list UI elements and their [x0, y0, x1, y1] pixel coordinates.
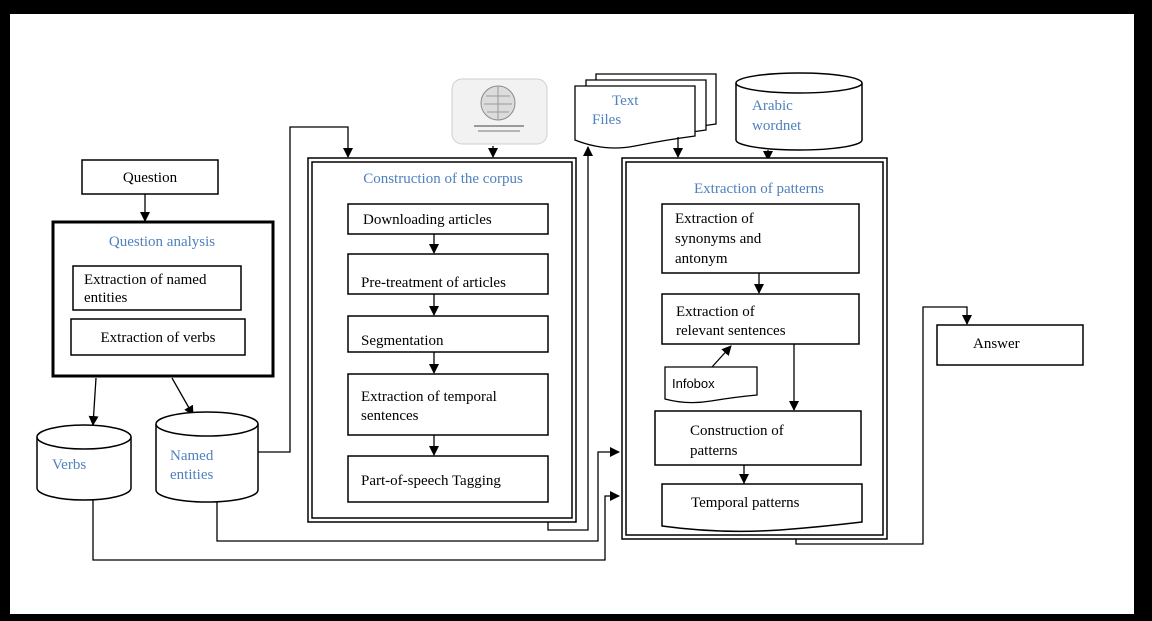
named-entities-database — [155, 411, 259, 503]
text-files-document-stack — [574, 73, 717, 149]
named-entity-extraction-line1: Extraction of named — [84, 272, 207, 288]
patterns-extraction-title: Extraction of patterns — [694, 181, 824, 197]
arrow-analysis-to-named-entities — [171, 377, 194, 416]
pos-tagging-box — [347, 455, 549, 503]
infobox-document — [664, 366, 758, 404]
arrow-infobox-to-relevant — [711, 345, 732, 368]
relevant-sentences-line1: Extraction of — [676, 304, 755, 320]
arabic-wordnet-database — [735, 72, 863, 151]
question-box — [81, 159, 219, 195]
segmentation-box — [347, 315, 549, 353]
pretreatment-label: Pre-treatment of articles — [361, 275, 506, 291]
download-articles-box — [347, 203, 549, 235]
relevant-sentences-line2: relevant sentences — [676, 323, 786, 339]
named-entities-label-line1: Named — [170, 448, 214, 464]
question-analysis-title: Question analysis — [109, 234, 215, 250]
verbs-database-label: Verbs — [52, 457, 86, 473]
text-files-label-line1: Text — [612, 93, 639, 109]
synonyms-extraction-line3: antonym — [675, 251, 728, 267]
connector-patterns-to-answer — [795, 306, 972, 545]
construction-patterns-line2: patterns — [690, 443, 738, 459]
download-articles-label: Downloading articles — [363, 212, 492, 228]
corpus-construction-title: Construction of the corpus — [363, 171, 523, 187]
temporal-patterns-document — [661, 483, 863, 533]
relevant-sentences-box — [661, 293, 860, 345]
text-files-label-line2: Files — [592, 112, 621, 128]
wikipedia-logo — [451, 78, 548, 145]
question-label: Question — [123, 170, 178, 186]
temporal-sentences-line2: sentences — [361, 408, 419, 424]
answer-box — [936, 324, 1084, 366]
answer-label: Answer — [973, 336, 1020, 352]
temporal-sentences-box — [347, 373, 549, 436]
segmentation-label: Segmentation — [361, 333, 444, 349]
connector-named-entities-to-patterns — [216, 447, 620, 542]
verbs-database — [36, 424, 132, 501]
named-entity-extraction-line2: entities — [84, 290, 127, 306]
infobox-label: Infobox — [672, 376, 715, 391]
named-entities-label-line2: entities — [170, 467, 213, 483]
arrow-analysis-to-verbs — [88, 377, 99, 426]
arabic-wordnet-label-line2: wordnet — [752, 118, 802, 134]
temporal-sentences-line1: Extraction of temporal — [361, 389, 497, 405]
verb-extraction-label: Extraction of verbs — [101, 330, 216, 346]
connector-corpus-to-textfiles — [547, 146, 593, 531]
construction-patterns-box — [654, 410, 862, 466]
connector-named-entities-to-corpus — [258, 126, 353, 453]
synonyms-extraction-line2: synonyms and — [675, 231, 762, 247]
construction-patterns-line1: Construction of — [690, 423, 784, 439]
connector-verbs-to-patterns — [92, 491, 620, 561]
pretreatment-box — [347, 253, 549, 295]
synonyms-extraction-box — [661, 203, 860, 274]
verb-extraction-box — [70, 318, 246, 356]
synonyms-extraction-line1: Extraction of — [675, 211, 754, 227]
arabic-wordnet-label-line1: Arabic — [752, 98, 793, 114]
named-entity-extraction-box — [72, 265, 242, 311]
temporal-patterns-label: Temporal patterns — [691, 495, 800, 511]
pos-tagging-label: Part-of-speech Tagging — [361, 473, 501, 489]
